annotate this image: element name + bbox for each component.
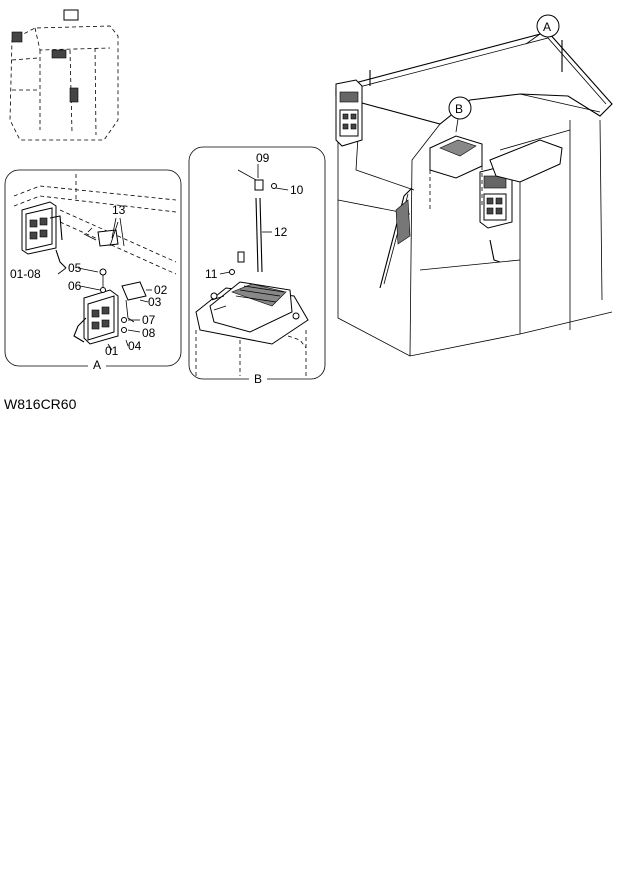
- detail-panel-b: 09 10 12 11 B: [188, 146, 326, 386]
- work-light-lower: [73, 289, 119, 345]
- detail-panel-a: 13 01-08 05 06 02 03 07 08 04 01 A: [4, 169, 182, 372]
- cab-main-view: [335, 31, 613, 357]
- label-10: 10: [290, 183, 304, 197]
- label-09: 09: [256, 151, 270, 165]
- cab-controller-b: [429, 135, 483, 179]
- callout-b-letter: B: [455, 102, 463, 116]
- label-06: 06: [68, 279, 82, 293]
- controller-unit: [195, 281, 309, 345]
- panel-b-title: B: [254, 372, 262, 386]
- drawing-code: W816CR60: [4, 396, 77, 412]
- label-02: 02: [154, 283, 168, 297]
- work-light-upper: [21, 201, 67, 269]
- label-05: 05: [68, 261, 82, 275]
- label-03: 03: [148, 295, 162, 309]
- label-07: 07: [142, 313, 156, 327]
- label-01-08: 01-08: [10, 267, 41, 281]
- callout-b: B: [448, 96, 472, 133]
- label-04: 04: [128, 339, 142, 353]
- label-08: 08: [142, 326, 156, 340]
- cab-light-left: [335, 79, 363, 147]
- panel-a-title: A: [93, 358, 101, 372]
- cab-overview-thumbnail: [9, 9, 119, 141]
- callout-a-letter: A: [543, 20, 551, 34]
- label-11: 11: [205, 267, 218, 281]
- label-13: 13: [112, 203, 126, 217]
- label-12: 12: [274, 225, 288, 239]
- callout-a: A: [525, 14, 560, 45]
- label-01: 01: [105, 344, 119, 358]
